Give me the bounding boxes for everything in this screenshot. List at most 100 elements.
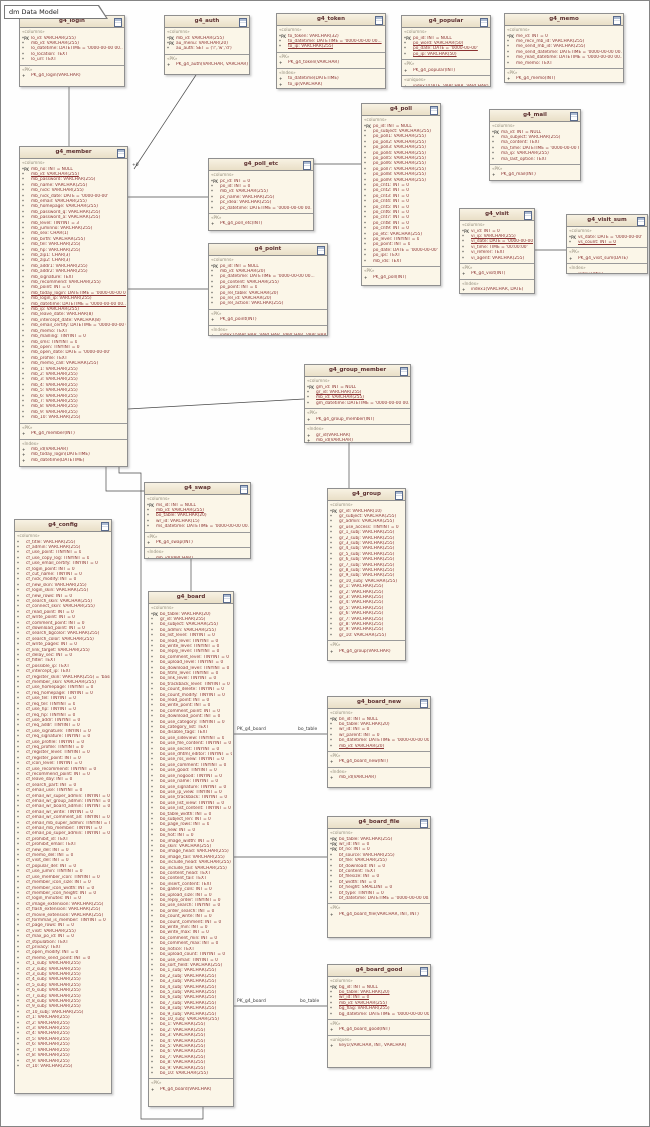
- key-marker: *: [279, 44, 281, 50]
- column-text: vi_time: TIME = '00:00:00': [471, 244, 528, 250]
- column-text: ms_datetime: DATETIME = '0000-00-00 00..…: [156, 524, 249, 530]
- key-marker: *: [151, 1054, 153, 1060]
- column-row: *cf_req_addr: TINYINT = 0: [15, 723, 111, 728]
- column-text: ma_content: TEXT: [501, 140, 541, 146]
- key-marker: *: [151, 941, 153, 947]
- relationship-line-auth-member[interactable]: [133, 74, 197, 170]
- column-row: *au_auth: SET = ('r','w','d'): [165, 46, 249, 51]
- key-marker: *: [330, 573, 332, 579]
- column-text: bo_count_write: INT = 0: [160, 914, 212, 920]
- column-row: *cf_use_email_certify: TINYINT = 0: [15, 561, 111, 566]
- column-row: *cf_use_jumin: TINYINT = 0: [15, 869, 111, 874]
- column-row: +mb_id(VARCHAR): [20, 447, 127, 452]
- section-label: «columns»: [22, 160, 45, 165]
- column-text: bo_use_sideview: TINYINT = 0: [160, 735, 225, 741]
- column-row: *po_poll5: VARCHAR(255): [362, 156, 440, 161]
- column-row: *bo_comment_point: INT = 0: [149, 709, 233, 714]
- column-row: *cf_req_profile: TINYINT = 0: [15, 745, 111, 750]
- section-label: «columns»: [462, 222, 485, 227]
- column-row: *gr_6_subj: VARCHAR(255): [328, 557, 405, 562]
- column-text: bo_4_subj: VARCHAR(255): [160, 984, 217, 990]
- section-label: «PK»: [330, 752, 341, 758]
- column-row: *bo_use_ip_view: TINYINT = 0: [149, 790, 233, 795]
- key-marker: +: [147, 556, 156, 558]
- relationship-line-member-swap[interactable]: [105, 467, 144, 492]
- column-text: cf_visit: VARCHAR(255): [26, 928, 76, 934]
- column-row: *mb_point: INT = 0: [20, 285, 127, 290]
- column-row: *bo_2_subj: VARCHAR(255): [149, 974, 233, 979]
- column-text: cf_new_skin: VARCHAR(255): [26, 582, 87, 588]
- key-marker: *: [17, 928, 19, 934]
- column-row: *cf_connect_skin: VARCHAR(255): [15, 604, 111, 609]
- column-row: *bo_2: VARCHAR(255): [149, 1028, 233, 1033]
- column-text: po_cnt2: INT = 0: [373, 188, 409, 194]
- column-row: *pc_datetime: DATETIME = '0000-00-00 00.…: [209, 206, 313, 211]
- column-row: *cf_write_pages: INT = 0: [15, 642, 111, 647]
- column-row: *wr_id: INT = 0: [328, 727, 430, 732]
- column-text: po_rel_table: VARCHAR(20): [220, 290, 279, 296]
- key-marker: *: [151, 827, 153, 833]
- key-marker: +: [330, 911, 334, 917]
- column-row: *mb_mailling: TINYINT = 0: [20, 334, 127, 339]
- key-marker: *: [492, 151, 494, 157]
- column-row: *po_poll6: VARCHAR(255): [362, 161, 440, 166]
- key-marker: *: [364, 237, 366, 243]
- key-marker: *: [151, 849, 153, 855]
- column-text: cf_3: VARCHAR(255): [26, 1026, 70, 1032]
- column-text: cf_email_wr_super_admin: TINYINT = 0: [26, 793, 110, 799]
- column-text: bo_reply_order: TINYINT = 0: [160, 898, 221, 904]
- key-marker: *: [364, 177, 366, 183]
- column-text: po_subject: VARCHAR(255): [373, 128, 431, 134]
- relationship-line-member-board[interactable]: [118, 467, 204, 1120]
- key-marker: *: [17, 1004, 19, 1010]
- entity-g4_config[interactable]: g4_config«columns»*cf_title: VARCHAR(255…: [14, 519, 112, 1094]
- key-marker: *: [151, 854, 153, 860]
- section-label: «columns»: [492, 123, 515, 128]
- diagram-title-tab[interactable]: dm Data Model: [4, 5, 108, 19]
- table-icon: [613, 16, 621, 25]
- column-text: cf_email_mb_member: TINYINT = 0: [26, 826, 102, 832]
- key-marker: *: [364, 182, 366, 188]
- edge-label: bo_table: [298, 727, 318, 732]
- key-marker: *: [330, 632, 332, 638]
- relationship-line-member-group_member[interactable]: [127, 398, 305, 410]
- column-text: po_poll4: VARCHAR(255): [373, 150, 426, 156]
- edge-label: bo_table: [300, 999, 320, 1004]
- column-text: gm_id: INT = NULL: [316, 384, 357, 390]
- column-text: bo_hot: INT = 0: [160, 833, 194, 839]
- key-marker: *: [17, 658, 19, 664]
- column-row: *cf_new_del: INT = 0: [15, 848, 111, 853]
- entity-title: g4_visit_sum: [567, 215, 647, 227]
- key-marker: *: [22, 188, 24, 194]
- column-row: *po_rel_action: VARCHAR(255): [209, 301, 327, 306]
- column-text: bo_table_width: INT = 0: [160, 811, 212, 817]
- entity-section: «PK»+PK_g4_group(VARCHAR): [328, 640, 405, 656]
- key-marker: +: [22, 73, 26, 79]
- column-text: bo_write_level: TINYINT = 0: [160, 643, 220, 649]
- column-row: *mb_id: VARCHAR(255): [20, 172, 127, 177]
- key-marker: *PK: [330, 984, 338, 990]
